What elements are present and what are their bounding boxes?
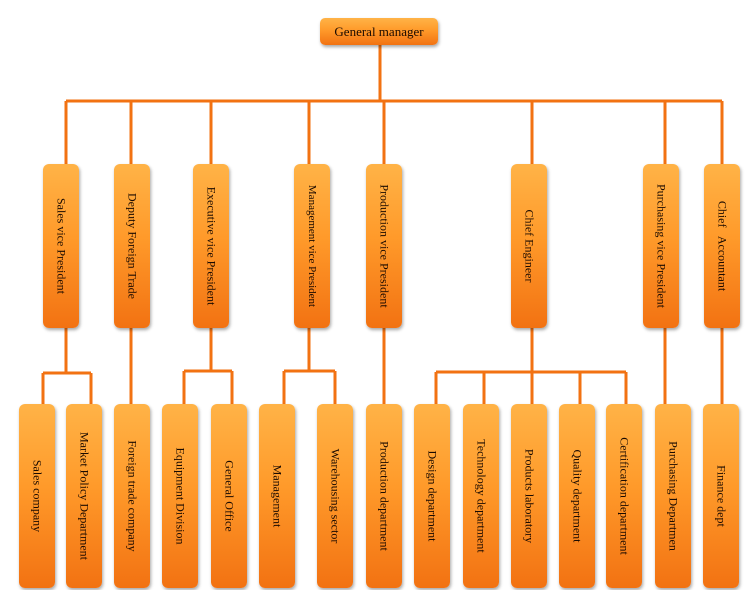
- node-label: Technology department: [474, 439, 489, 553]
- node-label: Foreign trade company: [125, 440, 140, 552]
- node-label: Purchasing vice President: [654, 184, 669, 308]
- node-certification-department: Certification department: [606, 404, 642, 588]
- node-label: Chief Accountant: [715, 200, 730, 292]
- node-equipment-division: Equipment Division: [162, 404, 198, 588]
- node-label: General Office: [222, 460, 237, 532]
- node-label: Products laboratory: [522, 448, 537, 544]
- node-label: Equipment Division: [173, 447, 188, 545]
- node-management-vice-president: Management vice President: [294, 164, 330, 328]
- node-production-department: Production department: [366, 404, 402, 588]
- node-purchasing-department: Purchasing Departmen: [655, 404, 691, 588]
- node-label: Quality department: [570, 449, 585, 543]
- node-executive-vice-president: Executive vice President: [193, 164, 229, 328]
- node-products-laboratory: Products laboratory: [511, 404, 547, 588]
- node-label: Production department: [377, 441, 392, 551]
- node-label: Finance dept: [714, 465, 729, 527]
- node-label: Deputy Foreign Trade: [125, 193, 140, 299]
- node-label: Production vice President: [377, 184, 392, 308]
- node-sales-vice-president: Sales vice President: [43, 164, 79, 328]
- node-label: Warehousing sector: [328, 448, 343, 544]
- node-label: Design department: [425, 450, 440, 542]
- node-finance-dept: Finance dept: [703, 404, 739, 588]
- node-design-department: Design department: [414, 404, 450, 588]
- node-foreign-trade-company: Foreign trade company: [114, 404, 150, 588]
- node-market-policy-department: Market Policy Department: [66, 404, 102, 588]
- node-label: Market Policy Department: [77, 432, 92, 560]
- node-label: Chief Engineer: [522, 209, 537, 283]
- node-deputy-foreign-trade: Deputy Foreign Trade: [114, 164, 150, 328]
- node-label: Certification department: [617, 437, 632, 555]
- node-chief-engineer: Chief Engineer: [511, 164, 547, 328]
- node-label: Management: [270, 464, 285, 528]
- node-label: Sales company: [30, 459, 45, 533]
- node-chief-accountant: Chief Accountant: [704, 164, 740, 328]
- node-quality-department: Quality department: [559, 404, 595, 588]
- node-label: Sales vice President: [54, 198, 69, 294]
- node-technology-department: Technology department: [463, 404, 499, 588]
- node-label: Management vice President: [306, 184, 318, 308]
- node-warehousing-sector: Warehousing sector: [317, 404, 353, 588]
- node-management: Management: [259, 404, 295, 588]
- node-general-office: General Office: [211, 404, 247, 588]
- node-purchasing-vice-president: Purchasing vice President: [643, 164, 679, 328]
- node-label: Executive vice President: [204, 186, 219, 306]
- node-label: Purchasing Departmen: [666, 441, 681, 551]
- node-general-manager: General manager: [320, 18, 438, 45]
- node-production-vice-president: Production vice President: [366, 164, 402, 328]
- node-sales-company: Sales company: [19, 404, 55, 588]
